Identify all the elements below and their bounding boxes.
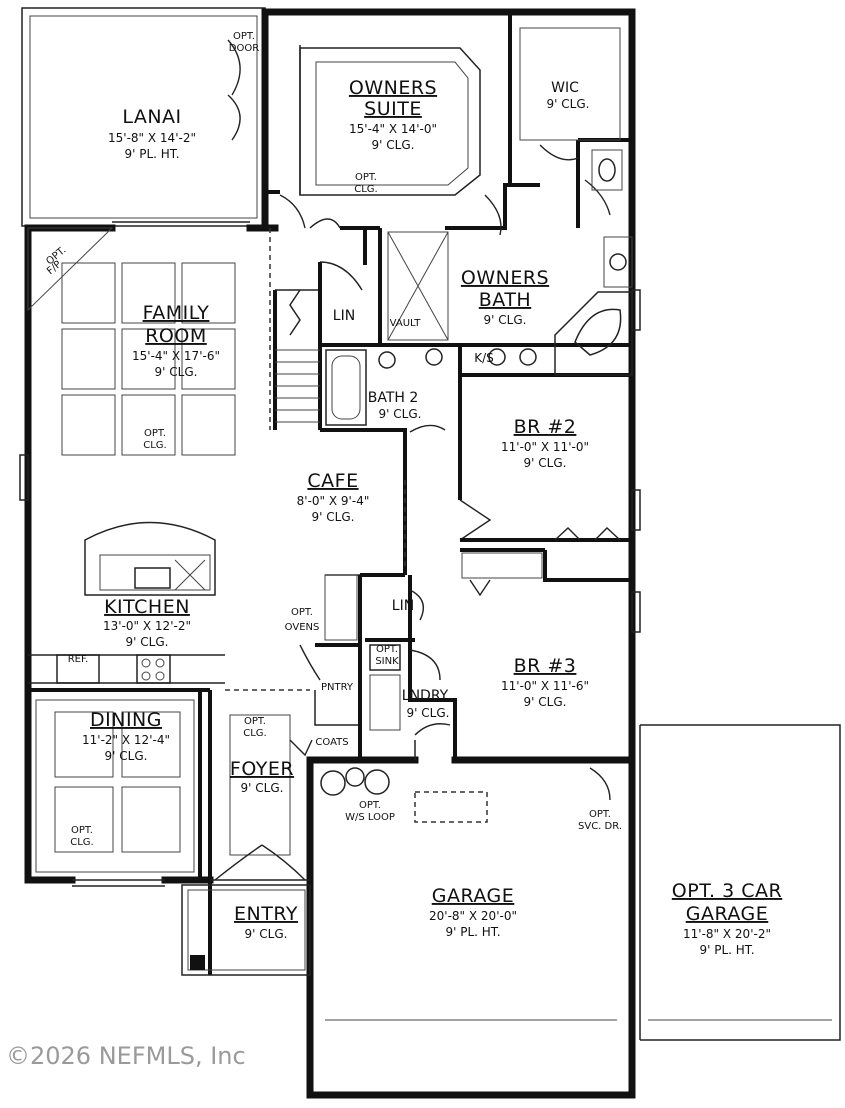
foyer-note-2: CLG. (243, 728, 266, 739)
opt-ovens-label-1: OPT. (291, 607, 313, 618)
bedroom-walls (459, 289, 641, 633)
opt-ovens-label-2: OVENS (285, 622, 320, 633)
watermark: ©2026 NEFMLS, Inc (6, 1042, 246, 1070)
optional-garage-walls (639, 724, 841, 1041)
foyer-name: FOYER (230, 758, 294, 780)
bath2-ceiling: 9' CLG. (379, 407, 422, 421)
dining-note-2: CLG. (70, 837, 93, 848)
opt-garage-dims: 11'-8" X 20'-2" (683, 927, 771, 941)
entry-ceiling: 9' CLG. (245, 927, 288, 941)
family-room-note-2: CLG. (143, 440, 166, 451)
coats-label: COATS (315, 737, 348, 748)
pntry-label: PNTRY (321, 682, 354, 693)
ref-label: REF. (68, 654, 89, 665)
owners-bath-name-1: OWNERS (461, 267, 549, 289)
room-labels: LANAI 15'-8" X 14'-2" 9' PL. HT. OWNERS … (70, 77, 782, 957)
lanai-name: LANAI (122, 106, 181, 128)
dining-walls (28, 688, 210, 887)
family-room-name-1: FAMILY (143, 302, 210, 324)
wic-name: WIC (551, 80, 579, 96)
garage-dims: 20'-8" X 20'-0" (429, 909, 517, 923)
lndry-ceiling: 9' CLG. (407, 706, 450, 720)
lin-upper-label: LIN (333, 308, 355, 324)
foyer-walls (181, 689, 313, 976)
owners-suite-note-2: CLG. (354, 184, 377, 195)
foyer-ceiling: 9' CLG. (241, 781, 284, 795)
svc-dr-label-2: SVC. DR. (578, 821, 622, 832)
owners-bath-ceiling: 9' CLG. (484, 313, 527, 327)
garage-walls (320, 767, 617, 1021)
garage-ceiling: 9' PL. HT. (445, 925, 500, 939)
owners-suite-ceiling: 9' CLG. (372, 138, 415, 152)
owners-suite-name-1: OWNERS (349, 77, 437, 99)
vault-label: VAULT (390, 318, 422, 329)
entry-name: ENTRY (234, 903, 298, 925)
cafe-ceiling: 9' CLG. (312, 510, 355, 524)
kitchen-name: KITCHEN (104, 596, 190, 618)
owners-bath-name-2: BATH (479, 289, 531, 311)
bath2-name: BATH 2 (368, 390, 419, 406)
owners-suite-note-1: OPT. (355, 172, 377, 183)
family-room-walls (19, 221, 250, 501)
dining-ceiling: 9' CLG. (105, 749, 148, 763)
br3-ceiling: 9' CLG. (524, 695, 567, 709)
dining-note-1: OPT. (71, 825, 93, 836)
cafe-dims: 8'-0" X 9'-4" (297, 494, 370, 508)
opt-garage-ceiling: 9' PL. HT. (699, 943, 754, 957)
family-room-note-1: OPT. (144, 428, 166, 439)
opt-sink-label-1: OPT. (376, 644, 398, 655)
opt-door-label-2: DOOR (229, 43, 259, 54)
opt-sink-label-2: SINK (375, 656, 399, 667)
owners-suite-dims: 15'-4" X 14'-0" (349, 122, 437, 136)
owners-suite-name-2: SUITE (364, 98, 422, 120)
br2-ceiling: 9' CLG. (524, 456, 567, 470)
svc-dr-label-1: OPT. (589, 809, 611, 820)
dining-dims: 11'-2" X 12'-4" (82, 733, 170, 747)
ks-label: K/S (474, 351, 494, 365)
laundry-walls (358, 573, 457, 760)
opt-garage-name-1: OPT. 3 CAR (672, 880, 782, 902)
lanai-ceiling: 9' PL. HT. (124, 147, 179, 161)
dining-name: DINING (90, 709, 162, 731)
br3-name: BR #3 (514, 655, 577, 677)
owners-bath-walls (363, 149, 633, 377)
lanai-dims: 15'-8" X 14'-2" (108, 131, 196, 145)
wic-ceiling: 9' CLG. (547, 97, 590, 111)
family-room-dims: 15'-4" X 17'-6" (132, 349, 220, 363)
cafe-name: CAFE (307, 470, 358, 492)
opt-ws-label-1: OPT. (359, 800, 381, 811)
kitchen-ceiling: 9' CLG. (126, 635, 169, 649)
opt-door-label-1: OPT. (233, 31, 255, 42)
br2-dims: 11'-0" X 11'-0" (501, 440, 589, 454)
opt-ws-label-2: W/S LOOP (345, 812, 395, 823)
hall-walls (269, 228, 462, 575)
owners-suite-walls (265, 12, 632, 236)
lndry-name: LNDRY (402, 688, 449, 704)
family-room-name-2: ROOM (145, 325, 207, 347)
lin-lower-label: LIN (392, 598, 414, 614)
garage-name: GARAGE (432, 885, 515, 907)
family-room-ceiling: 9' CLG. (155, 365, 198, 379)
kitchen-dims: 13'-0" X 12'-2" (103, 619, 191, 633)
br3-dims: 11'-0" X 11'-6" (501, 679, 589, 693)
opt-garage-name-2: GARAGE (686, 903, 769, 925)
foyer-note-1: OPT. (244, 716, 266, 727)
br2-name: BR #2 (514, 416, 577, 438)
